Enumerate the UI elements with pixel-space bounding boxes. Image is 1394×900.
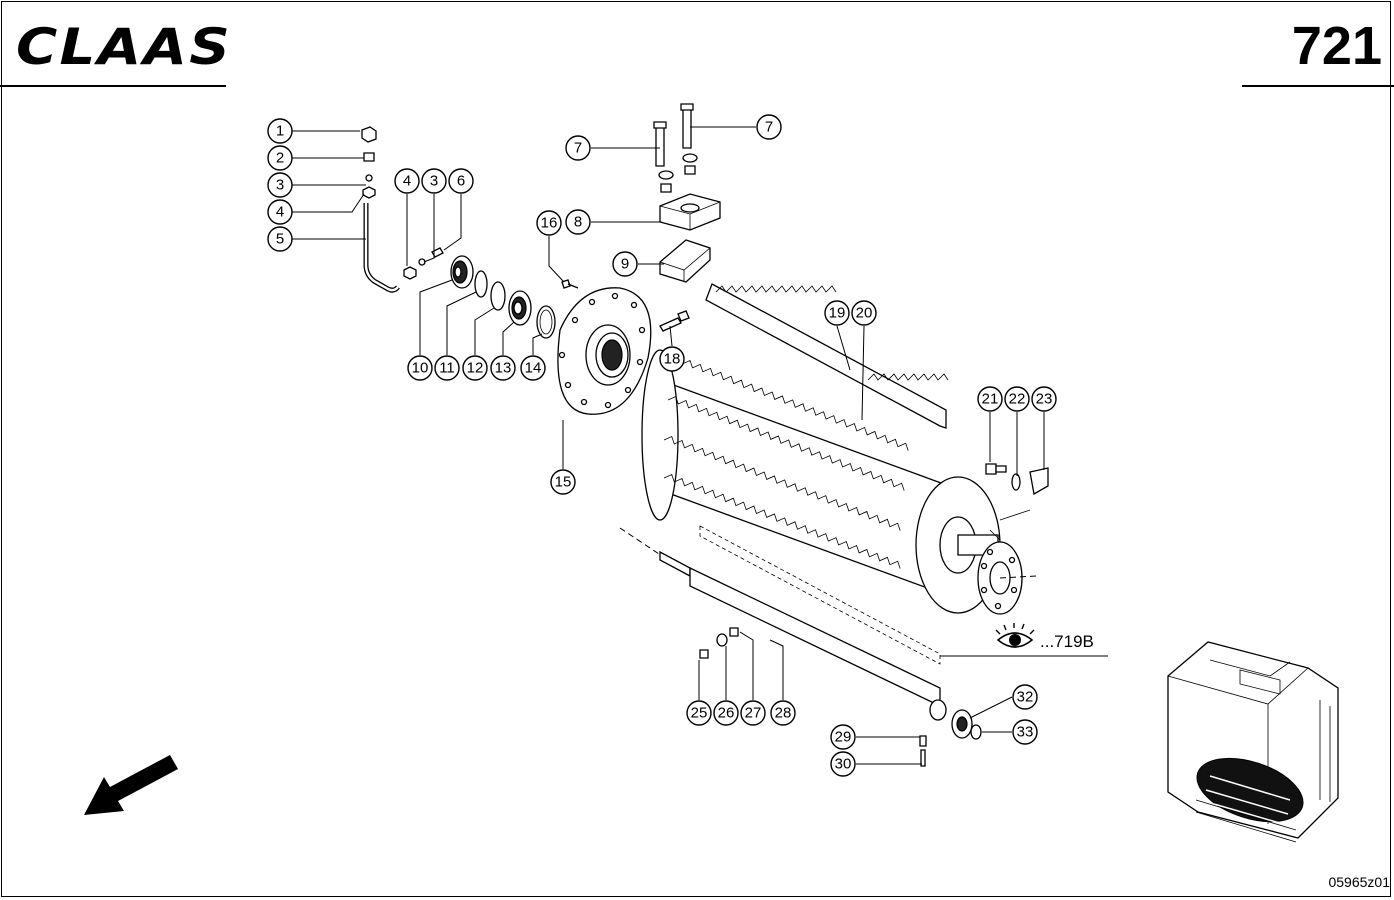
bearing-group <box>450 255 556 339</box>
callout-2: 2 <box>267 145 293 171</box>
callout-32: 32 <box>1012 684 1038 710</box>
callout-13: 13 <box>490 355 516 381</box>
callout-label: 16 <box>541 215 558 232</box>
callout-28: 28 <box>770 700 796 726</box>
header-rule-right <box>1242 85 1394 87</box>
callout-label: 2 <box>276 150 284 167</box>
bolt-18 <box>659 310 690 332</box>
callout-label: 14 <box>525 360 542 377</box>
callout-label: 10 <box>412 360 429 377</box>
callout-label: 3 <box>276 177 284 194</box>
callout-label: 13 <box>495 360 512 377</box>
callout-label: 21 <box>982 391 999 408</box>
callout-label: 5 <box>276 231 284 248</box>
callout-8: 8 <box>565 209 591 235</box>
reference-text: ...719B <box>1040 632 1094 651</box>
callout-30: 30 <box>830 751 856 777</box>
callout-label: 7 <box>574 140 582 157</box>
callout-4: 4 <box>267 199 293 225</box>
callout-label: 26 <box>718 705 735 722</box>
callout-6: 6 <box>448 168 474 194</box>
callout-3: 3 <box>267 172 293 198</box>
callout-9: 9 <box>612 251 638 277</box>
callout-15: 15 <box>550 469 576 495</box>
callout-4: 4 <box>394 168 420 194</box>
callout-16: 16 <box>536 210 562 236</box>
page-number: 721 <box>1291 16 1382 76</box>
callout-label: 15 <box>555 474 572 491</box>
callout-7: 7 <box>565 135 591 161</box>
callout-label: 23 <box>1036 391 1053 408</box>
bolt-16 <box>561 279 579 289</box>
callout-label: 3 <box>430 173 438 190</box>
reference-719b: ...719B <box>940 623 1108 657</box>
header-rule-left <box>0 85 226 87</box>
direction-arrow <box>84 755 178 815</box>
counter-knife-bar <box>619 525 982 767</box>
callout-label: 28 <box>775 705 792 722</box>
callout-12: 12 <box>462 355 488 381</box>
callout-18: 18 <box>659 346 685 372</box>
drawing-id: 05965z01 <box>1328 874 1390 890</box>
chopper-drum <box>641 349 1037 615</box>
callout-label: 32 <box>1017 689 1034 706</box>
callout-3: 3 <box>421 168 447 194</box>
eye-icon <box>995 623 1035 648</box>
callout-label: 20 <box>856 305 873 322</box>
callout-7: 7 <box>756 114 782 140</box>
bracket-assembly <box>653 103 721 283</box>
callout-23: 23 <box>1031 386 1057 412</box>
callout-label: 6 <box>457 173 465 190</box>
callout-19: 19 <box>824 300 850 326</box>
callout-11: 11 <box>434 355 460 381</box>
callout-label: 25 <box>691 705 708 722</box>
machine-location-thumbnail <box>1167 641 1339 843</box>
callout-label: 4 <box>403 173 411 190</box>
callout-label: 4 <box>276 204 284 221</box>
callout-21: 21 <box>977 386 1003 412</box>
fastener-group-21-23 <box>985 463 1049 496</box>
callout-1: 1 <box>267 118 293 144</box>
callout-label: 11 <box>439 360 455 377</box>
callout-label: 33 <box>1017 724 1034 741</box>
callout-10: 10 <box>407 355 433 381</box>
callout-label: 8 <box>574 214 582 231</box>
callout-33: 33 <box>1012 719 1038 745</box>
leader-lines <box>292 126 1045 765</box>
callout-label: 12 <box>467 360 484 377</box>
claas-logo: CLAAS <box>16 20 232 70</box>
callout-26: 26 <box>713 700 739 726</box>
callout-20: 20 <box>851 300 877 326</box>
callout-5: 5 <box>267 226 293 252</box>
callout-label: 1 <box>276 123 284 140</box>
flange-15 <box>557 287 652 415</box>
callout-22: 22 <box>1004 386 1030 412</box>
callout-25: 25 <box>686 700 712 726</box>
callout-label: 18 <box>664 351 681 368</box>
callout-29: 29 <box>830 724 856 750</box>
callout-label: 22 <box>1009 391 1026 408</box>
knife-strip <box>705 283 949 429</box>
callout-label: 30 <box>835 756 852 773</box>
callout-label: 29 <box>835 729 852 746</box>
grease-fitting-group <box>361 126 444 293</box>
brand-logo-text: CLAAS <box>16 20 232 70</box>
callout-label: 19 <box>829 305 846 322</box>
callout-label: 27 <box>745 705 762 722</box>
callout-label: 7 <box>765 119 773 136</box>
callout-label: 9 <box>621 256 629 273</box>
callout-14: 14 <box>520 355 546 381</box>
callout-27: 27 <box>740 700 766 726</box>
